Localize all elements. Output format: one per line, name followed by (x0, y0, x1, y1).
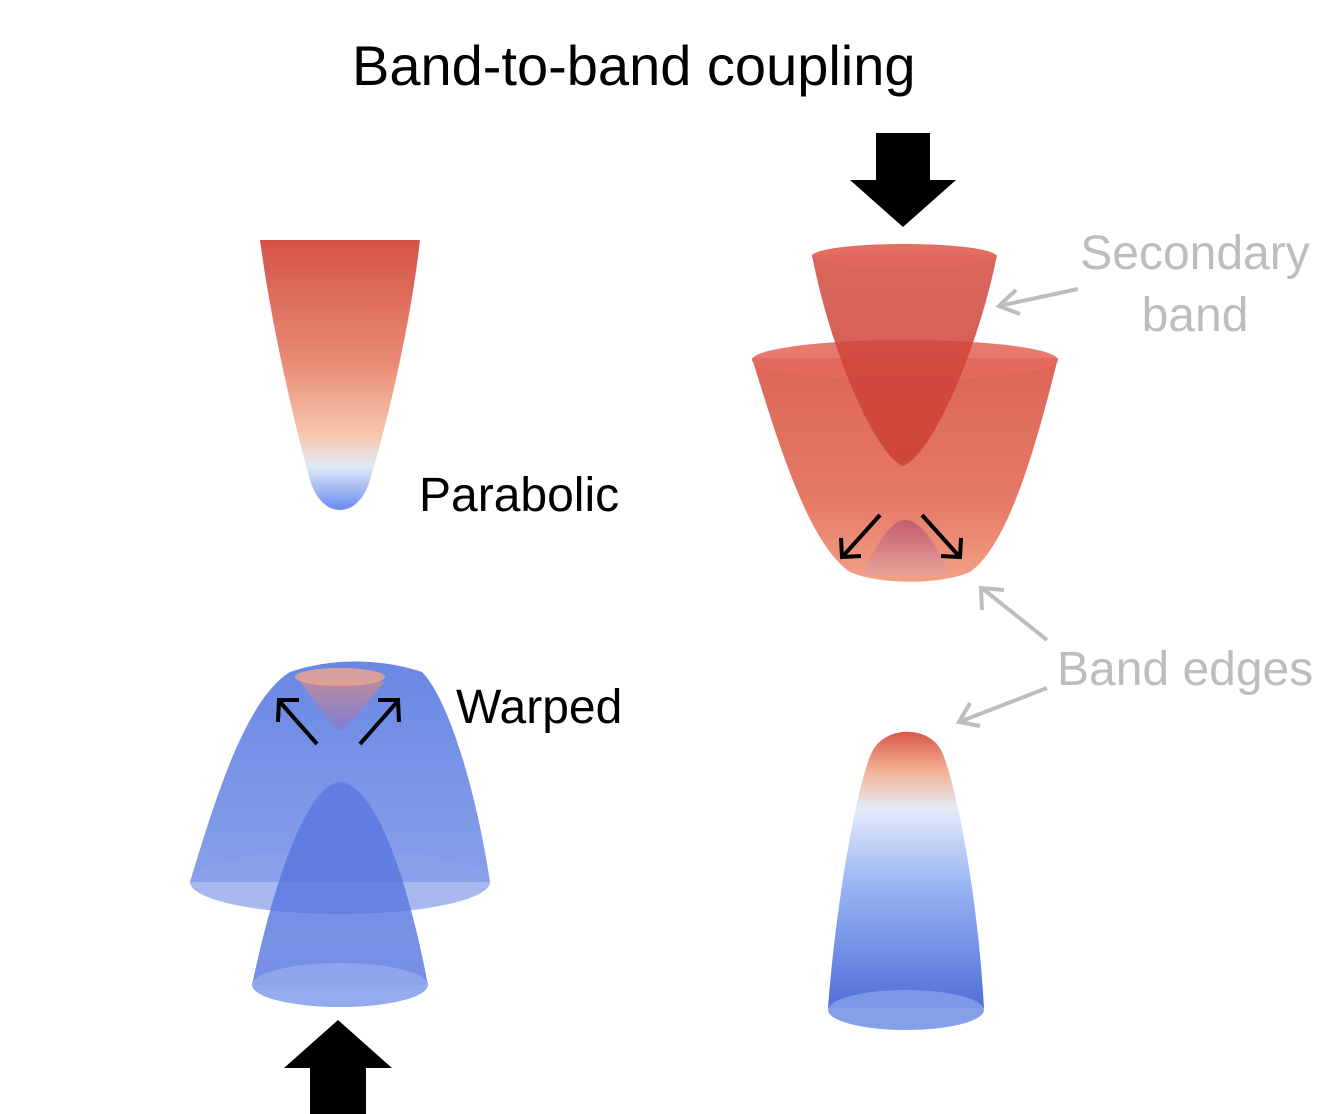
down-arrow-icon (850, 133, 956, 227)
parabolic-label: Parabolic (419, 469, 620, 522)
annotation-arrows (955, 287, 1079, 728)
warped-valence-bands (190, 661, 490, 1007)
secondary-band-label: Secondary band (1072, 230, 1318, 340)
parabolic-band (260, 240, 420, 510)
band-edge-shift-arrows-top (839, 513, 963, 560)
secondary-band-label-line2: band (1141, 289, 1249, 342)
bell-valence-band (828, 731, 984, 1030)
band-edges-label: Band edges (1057, 643, 1314, 696)
warped-label: Warped (456, 681, 623, 734)
figure-title: Band-to-band coupling (352, 34, 916, 97)
coupled-conduction-bands (752, 244, 1058, 582)
band-edge-shift-arrows-bottom (276, 698, 401, 746)
up-arrow-icon (284, 1020, 392, 1114)
secondary-band-label-line1: Secondary (1080, 227, 1310, 280)
